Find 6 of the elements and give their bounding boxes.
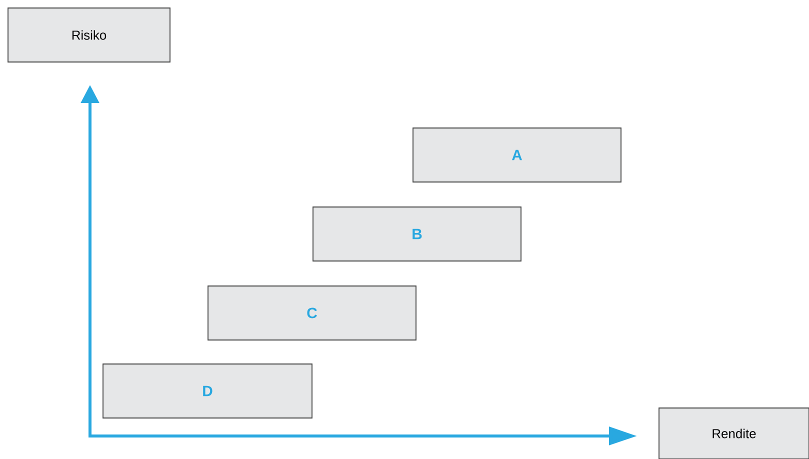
axis-label-box: Risiko xyxy=(8,8,170,62)
category-box: D xyxy=(102,364,312,418)
category-box: C xyxy=(208,286,416,340)
axis-label-box: Rendite xyxy=(658,408,809,459)
category-box: B xyxy=(312,206,522,262)
category-box: A xyxy=(412,128,622,182)
